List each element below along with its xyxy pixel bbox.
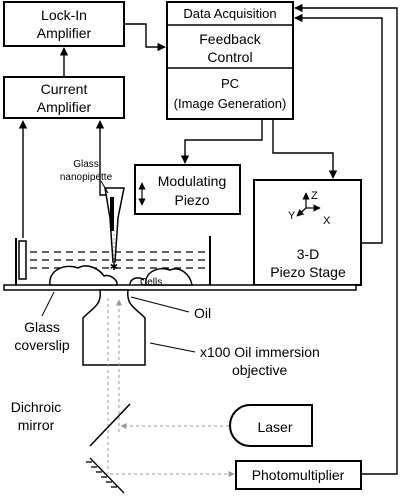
dichroic-label-line2: mirror — [18, 417, 55, 433]
bottom-mirror — [86, 457, 125, 494]
piezo-stage-block: 3-D Piezo Stage Z Y X — [253, 179, 362, 286]
nanopipette-label-line2: nanopipette — [60, 172, 113, 183]
dichroic-mirror-element — [89, 403, 131, 447]
cells-label: Cells — [140, 277, 162, 288]
sample-dish — [3, 236, 357, 291]
objective-label-line1: x100 Oil immersion — [200, 344, 320, 360]
laser-label: Laser — [257, 419, 292, 435]
current-amp-label-line2: Amplifier — [37, 99, 92, 115]
feedback-label-line1: Feedback — [199, 31, 261, 47]
mod-piezo-label-line2: Piezo — [174, 192, 209, 208]
control-stack: Data Acquisition Feedback Control PC (Im… — [166, 1, 294, 120]
feedback-label-line2: Control — [207, 49, 252, 65]
reference-electrode — [18, 240, 27, 280]
objective-lens — [82, 289, 146, 366]
annotations: Glass nanopipette Cells Oil Glass covers… — [11, 159, 320, 433]
optical-path — [104, 298, 235, 477]
modulating-piezo-block: Modulating Piezo — [134, 164, 241, 215]
oil-label: Oil — [194, 305, 211, 321]
axis-y-label: Y — [288, 210, 296, 222]
lockin-label-line2: Amplifier — [37, 25, 92, 41]
objective-label-line2: objective — [232, 362, 287, 378]
data-acquisition-label: Data Acquisition — [183, 6, 276, 21]
photomultiplier-block: Photomultiplier — [235, 460, 362, 490]
pmt-label: Photomultiplier — [252, 467, 345, 483]
coverslip-label-line1: Glass — [24, 319, 60, 335]
nanopipette-label-line1: Glass — [73, 159, 99, 170]
axis-z-label: Z — [311, 190, 318, 202]
stage-label-line1: 3-D — [297, 246, 320, 262]
laser-block: Laser — [229, 404, 313, 447]
coverslip-label-line2: coverslip — [14, 337, 69, 353]
svg-text:✱: ✱ — [110, 262, 118, 273]
nanopipette: ✱ — [104, 187, 125, 273]
cells-group — [49, 265, 193, 286]
current-amp-label-line1: Current — [41, 81, 88, 97]
axis-x-label: X — [323, 215, 331, 227]
mod-piezo-label-line1: Modulating — [158, 173, 227, 189]
current-amplifier-block: Current Amplifier — [3, 76, 125, 119]
pc-label-line2: (Image Generation) — [174, 96, 287, 111]
lockin-label-line1: Lock-In — [41, 7, 87, 23]
dichroic-label-line1: Dichroic — [11, 399, 62, 415]
signal-lines — [18, 3, 398, 475]
pc-label-line1: PC — [221, 76, 239, 91]
stage-label-line2: Piezo Stage — [270, 264, 346, 280]
xyz-axes-icon: Z Y X — [288, 190, 331, 227]
lockin-amplifier-block: Lock-In Amplifier — [3, 1, 125, 47]
